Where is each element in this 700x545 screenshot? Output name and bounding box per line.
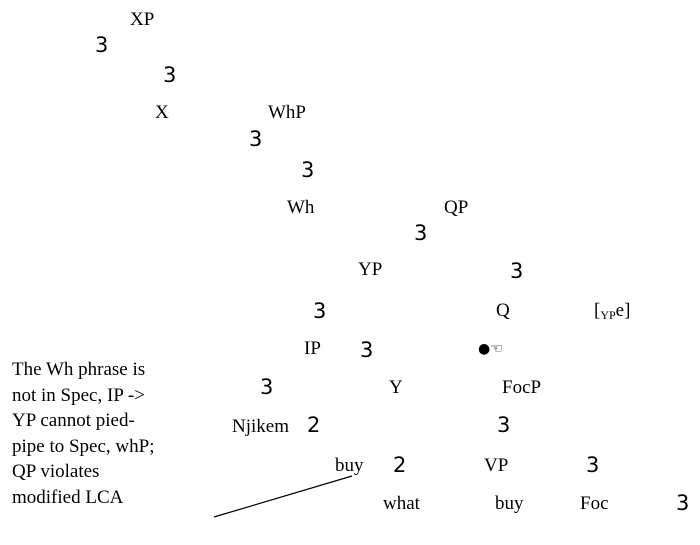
node-foc: Foc <box>580 493 609 514</box>
branch-3: 3 <box>163 63 177 87</box>
node-buy: buy <box>495 493 524 514</box>
branch-3: 3 <box>497 413 511 437</box>
branch-3: 3 <box>360 338 374 362</box>
note-line: pipe to Spec, whP; <box>12 435 155 457</box>
branch-2: 2 <box>307 413 321 437</box>
node-focp: FocP <box>502 377 542 398</box>
bracket-subscript: YP <box>600 308 616 322</box>
branch-3: 3 <box>414 221 428 245</box>
pointer-icon: ●☜ <box>478 341 503 357</box>
note-line: not in Spec, IP -> <box>12 384 145 406</box>
branch-3: 3 <box>95 33 109 57</box>
node-vp: VP <box>484 455 509 476</box>
node-buy: buy <box>335 455 364 476</box>
note-line: The Wh phrase is <box>12 359 146 380</box>
branch-2: 2 <box>393 453 407 477</box>
node-njikem: Njikem <box>232 416 289 437</box>
note-line: modified LCA <box>12 486 124 508</box>
node-y: Y <box>389 377 403 398</box>
branch-3: 3 <box>301 158 315 182</box>
annotation-note: The Wh phrase is not in Spec, IP -> YP c… <box>12 357 197 510</box>
branch-3: 3 <box>313 299 327 323</box>
node-ip: IP <box>304 338 321 359</box>
branch-3: 3 <box>676 491 690 515</box>
note-line: QP violates <box>12 461 100 482</box>
node-whp: WhP <box>268 102 306 123</box>
node-what: what <box>383 493 420 514</box>
empty-category: e <box>615 300 625 321</box>
node-wh: Wh <box>287 197 315 218</box>
node-yp-trace: [YPe] <box>594 300 631 322</box>
branch-3: 3 <box>260 375 274 399</box>
branch-3: 3 <box>510 259 524 283</box>
branch-3: 3 <box>586 453 600 477</box>
note-line: YP cannot pied- <box>12 410 135 431</box>
node-xp: XP <box>130 9 155 30</box>
node-x: X <box>155 102 169 123</box>
node-q: Q <box>496 300 510 321</box>
branch-3: 3 <box>249 127 263 151</box>
node-yp: YP <box>358 259 383 280</box>
annotation-pointer-line <box>213 475 353 518</box>
node-qp: QP <box>444 197 469 218</box>
